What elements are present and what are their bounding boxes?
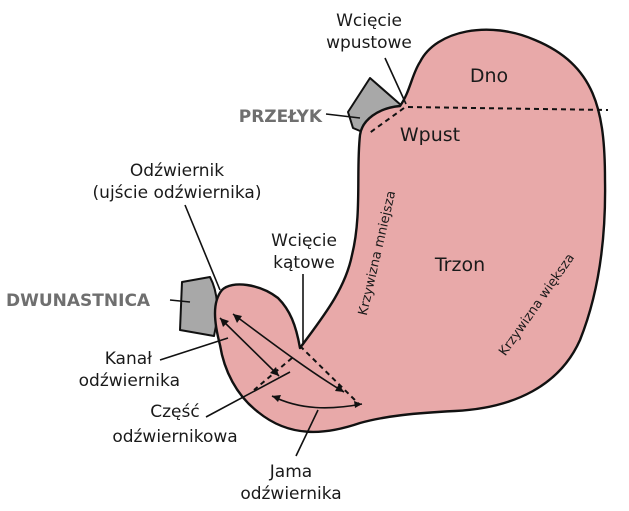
duodenum-label: DWUNASTNICA (6, 291, 151, 311)
pyloric-part-arrowhead-bottom (335, 384, 344, 392)
pylorus-leader (184, 204, 221, 291)
angular-incisure-label-line2: kątowe (273, 253, 335, 273)
pylorus-label-line1: Odźwiernik (130, 161, 224, 181)
cardiac-notch-label-line2: wpustowe (326, 33, 412, 53)
pyloric-antrum-label-line2: odźwiernika (240, 484, 341, 504)
cardia-label: Wpust (400, 124, 460, 146)
pyloric-part-arrow (232, 313, 345, 393)
pyloric-part-leader (205, 371, 291, 418)
pyloric-antrum-arrowhead-right (354, 401, 362, 408)
duodenum-leader (169, 299, 191, 303)
body-label: Trzon (434, 254, 485, 276)
pyloric-antrum-arrowhead-left (272, 395, 281, 402)
pyloric-canal-label-line1: Kanał (105, 349, 152, 369)
pyloric-canal-label-line2: odźwiernika (79, 371, 180, 391)
pyloric-part-label-line2: odźwiernikowa (112, 427, 237, 447)
pyloric-canal-arrowhead-top (220, 318, 229, 327)
fundus-boundary-line (407, 106, 609, 111)
pylorus-label-line2: (ujście odźwiernika) (93, 183, 262, 203)
esophagus-leader (325, 113, 361, 119)
pyloric-antrum-leader (295, 409, 319, 457)
pyloric-antrum-label-line1: Jama (269, 462, 312, 482)
esophagus-label: PRZEŁYK (239, 107, 323, 127)
angular-incisure-label-line1: Wcięcie (271, 231, 337, 251)
fundus-label: Dno (470, 65, 508, 87)
duodenum-shape (179, 276, 219, 337)
pyloric-part-label-line1: Część (150, 402, 199, 422)
pyloric-canal-leader (159, 337, 229, 361)
pyloric-canal-arrowhead-bottom (270, 367, 279, 376)
cardia-boundary-line (367, 107, 405, 135)
cardiac-notch-label-line1: Wcięcie (336, 11, 402, 31)
pyloric-part-arrowhead-top (233, 314, 242, 323)
stomach-outline (213, 28, 607, 434)
pyloric-canal-arrow (219, 317, 280, 377)
cardiac-notch-leader (384, 57, 407, 105)
pyloric-antrum-arrow (271, 395, 363, 409)
